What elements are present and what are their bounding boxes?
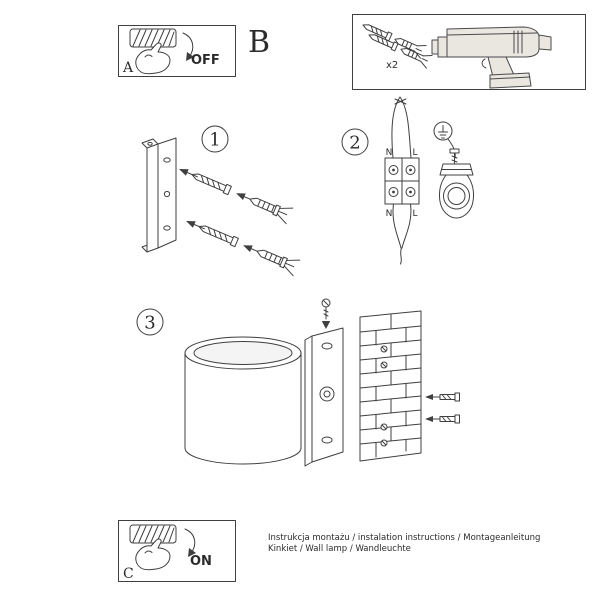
terminal-label-n-bottom: N (386, 209, 393, 219)
mounting-screw (424, 414, 460, 424)
step-3: 3 (136, 298, 460, 467)
step-1-badge (201, 125, 229, 153)
step-2-number: 2 (349, 133, 360, 154)
section-b-label: B (248, 25, 270, 60)
panel-c-label: C (123, 566, 134, 582)
step-1-number: 1 (209, 130, 220, 151)
footer-line-1: Instrukcja montażu / instalation instruc… (268, 533, 540, 543)
lamp-knurl-icon (129, 28, 177, 48)
lamp-cylinder-illustration (184, 336, 302, 465)
terminal-block (384, 157, 420, 205)
terminal-label-l-top: L (412, 148, 417, 158)
rotate-arrow-icon (182, 32, 194, 61)
rotate-arrow-icon (184, 528, 196, 557)
footer-line-2: Kinkiet / Wall lamp / Wandleuchte (268, 544, 411, 554)
cable-clamp-illustration (439, 138, 474, 219)
wiring-diagram: N L N L (384, 96, 474, 265)
step-3-number: 3 (144, 313, 155, 334)
top-set-screw (321, 298, 331, 329)
anchor-count-label: x2 (386, 60, 398, 71)
footer-text: Instrukcja montażu / instalation instruc… (268, 533, 540, 554)
brick-wall-illustration (359, 310, 460, 462)
mounting-bracket-illustration (141, 137, 177, 253)
step-3-badge (136, 308, 164, 336)
panel-a: OFF A (118, 25, 236, 77)
ground-symbol-icon (433, 121, 453, 141)
step-1: 1 (141, 125, 301, 277)
lamp-knurl-icon (129, 524, 177, 544)
hand-icon (135, 538, 171, 571)
wall-plug-screw-icon (365, 28, 433, 69)
parts-box: x2 (352, 14, 586, 90)
mounting-screw (424, 392, 460, 402)
mounting-plate-illustration (304, 298, 344, 467)
panel-c: ON C (118, 520, 236, 582)
step-2: 2 N L N L (341, 96, 474, 265)
panel-c-state: ON (190, 554, 212, 569)
hand-icon (135, 42, 171, 75)
panel-c-border (118, 520, 236, 582)
drill-icon (431, 26, 552, 89)
wall-screw-head (380, 345, 388, 447)
panel-a-label: A (122, 60, 134, 76)
terminal-label-l-bottom: L (412, 209, 417, 219)
parts-box-border (352, 14, 586, 90)
panel-a-state: OFF (191, 53, 220, 68)
screw-anchor-assembly (175, 160, 294, 225)
panel-a-border (118, 25, 236, 77)
step-2-badge (341, 128, 369, 156)
screw-anchor-assembly (182, 212, 301, 277)
terminal-label-n-top: N (386, 148, 393, 158)
